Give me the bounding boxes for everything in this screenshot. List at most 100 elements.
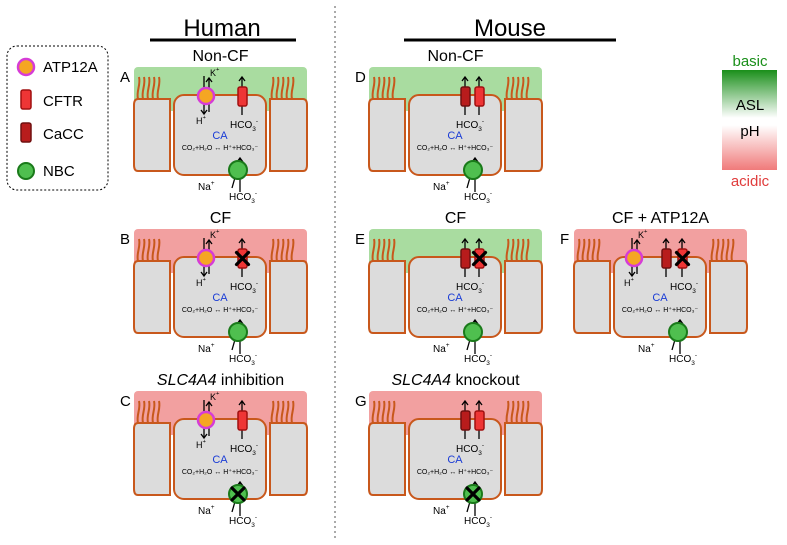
k-label: K+ bbox=[210, 391, 220, 402]
apical-hco3-label: HCO3- bbox=[456, 280, 484, 295]
left-cell bbox=[368, 260, 406, 334]
cilium bbox=[515, 76, 520, 100]
apical-hco3-label: HCO3- bbox=[670, 280, 698, 295]
right-cell bbox=[269, 98, 308, 172]
cilium bbox=[270, 400, 275, 424]
cilium bbox=[136, 238, 141, 262]
basolateral-hco3-label: HCO3- bbox=[229, 190, 257, 205]
cilium bbox=[285, 76, 290, 100]
cilium bbox=[270, 238, 275, 262]
ca-label: CA bbox=[212, 454, 228, 466]
cftr-icon bbox=[474, 410, 485, 431]
atp12a-icon bbox=[196, 248, 216, 268]
ph-scale: basic ASL pH acidic bbox=[722, 53, 777, 190]
arrowhead bbox=[475, 75, 483, 82]
cilium bbox=[730, 238, 735, 262]
na-label: Na+ bbox=[198, 180, 215, 193]
right-cell bbox=[269, 422, 308, 496]
cilium bbox=[290, 400, 295, 424]
na-label: Na+ bbox=[198, 504, 215, 517]
cilium bbox=[581, 238, 586, 262]
arrowhead bbox=[238, 75, 246, 82]
panel-letter: D bbox=[355, 69, 366, 86]
cilium bbox=[715, 238, 720, 262]
cilium bbox=[275, 76, 280, 100]
left-cell bbox=[573, 260, 611, 334]
header-mouse: Mouse bbox=[474, 15, 546, 42]
block-x-mark bbox=[674, 250, 691, 267]
right-cell bbox=[709, 260, 748, 334]
reaction-label: CO₂+H₂O ↔ H⁺+HCO₃⁻ bbox=[182, 144, 259, 152]
cilium bbox=[146, 400, 151, 424]
left-cell bbox=[368, 422, 406, 496]
block-x-mark bbox=[230, 486, 246, 502]
right-cell bbox=[269, 260, 308, 334]
cilium bbox=[151, 238, 156, 262]
ph-scale-asl-label: ASL bbox=[736, 97, 764, 114]
center-cell bbox=[173, 94, 267, 176]
panel-title: CF bbox=[210, 210, 232, 227]
left-cell bbox=[368, 98, 406, 172]
cilium bbox=[515, 238, 520, 262]
atp12a-icon bbox=[16, 57, 36, 77]
nbc-icon bbox=[17, 162, 35, 180]
center-cell bbox=[408, 256, 502, 338]
nbc-icon bbox=[463, 160, 483, 180]
arrowhead bbox=[475, 399, 483, 406]
cilium bbox=[505, 76, 510, 100]
na-label: Na+ bbox=[433, 504, 450, 517]
cilium bbox=[275, 400, 280, 424]
apical-hco3-label: HCO3- bbox=[230, 280, 258, 295]
panel-title: SLC4A4 inhibition bbox=[157, 372, 284, 389]
block-x-mark bbox=[234, 250, 251, 267]
arrowhead bbox=[205, 400, 213, 407]
cilium bbox=[376, 76, 381, 100]
legend-label-atp12a: ATP12A bbox=[43, 59, 98, 76]
cilium bbox=[285, 400, 290, 424]
cilium bbox=[710, 238, 715, 262]
ca-label: CA bbox=[447, 292, 463, 304]
cilium bbox=[381, 76, 386, 100]
arrowhead bbox=[200, 109, 208, 116]
k-label: K+ bbox=[638, 229, 648, 240]
reaction-label: CO₂+H₂O ↔ H⁺+HCO₃⁻ bbox=[182, 468, 259, 476]
cilium bbox=[391, 400, 396, 424]
apical-hco3-label: HCO3- bbox=[456, 118, 484, 133]
cftr-icon bbox=[237, 410, 248, 431]
cilium bbox=[136, 400, 141, 424]
arrowhead bbox=[461, 75, 469, 82]
center-cell bbox=[408, 418, 502, 500]
ph-scale-acidic-label: acidic bbox=[731, 173, 770, 190]
apical-hco3-label: HCO3- bbox=[230, 118, 258, 133]
cilium bbox=[156, 76, 161, 100]
na-label: Na+ bbox=[638, 342, 655, 355]
arrowhead bbox=[200, 271, 208, 278]
panel-letter: A bbox=[120, 69, 130, 86]
left-cell bbox=[133, 422, 171, 496]
cilium bbox=[510, 76, 515, 100]
cilium bbox=[151, 76, 156, 100]
reaction-label: CO₂+H₂O ↔ H⁺+HCO₃⁻ bbox=[417, 468, 494, 476]
cilium bbox=[290, 238, 295, 262]
k-label: K+ bbox=[210, 229, 220, 240]
panel-letter: G bbox=[355, 393, 367, 410]
cilium bbox=[280, 76, 285, 100]
arrowhead bbox=[205, 76, 213, 83]
left-cell bbox=[133, 260, 171, 334]
legend-label-nbc: NBC bbox=[43, 163, 75, 180]
cilium bbox=[270, 76, 275, 100]
cilium bbox=[285, 238, 290, 262]
nbc-icon bbox=[228, 322, 248, 342]
legend-box bbox=[6, 45, 109, 191]
reaction-label: CO₂+H₂O ↔ H⁺+HCO₃⁻ bbox=[622, 306, 699, 314]
cilium bbox=[576, 238, 581, 262]
cilium bbox=[525, 76, 530, 100]
cftr-icon bbox=[20, 89, 32, 110]
cilium bbox=[290, 76, 295, 100]
center-cell bbox=[173, 256, 267, 338]
